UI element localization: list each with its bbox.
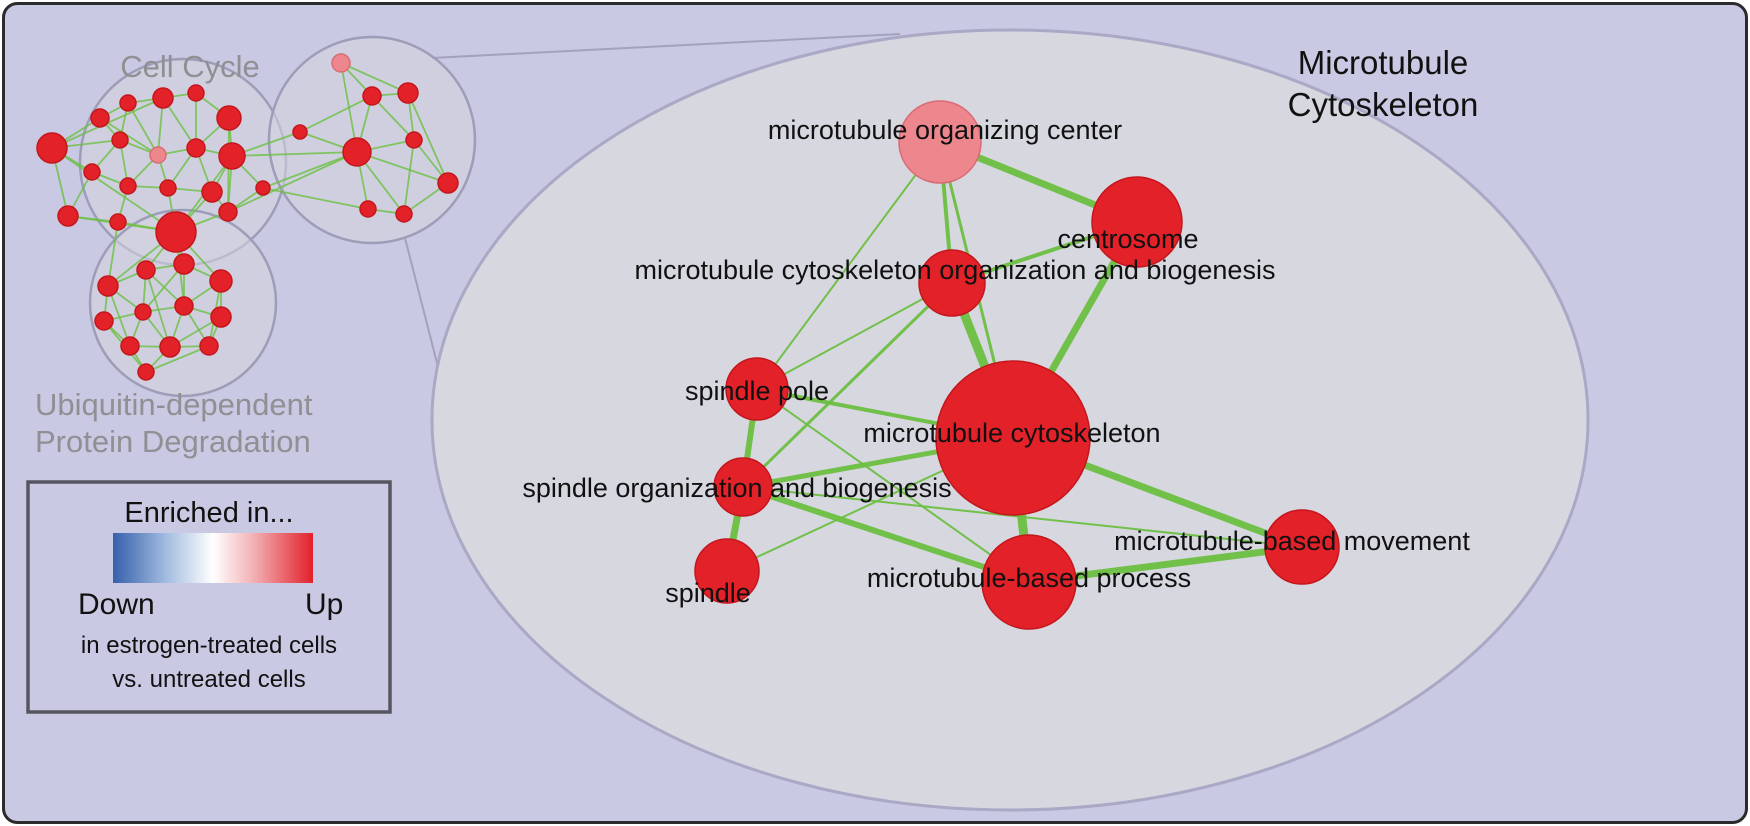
overview-edge [51, 147, 177, 233]
node-spindle[interactable] [694, 538, 760, 604]
overview-edge [356, 151, 449, 184]
overview-node[interactable] [97, 275, 119, 297]
node-label-spindle: spindle [665, 578, 751, 608]
overview-node[interactable] [173, 253, 195, 275]
overview-node[interactable] [111, 131, 129, 149]
overview-node[interactable] [292, 124, 308, 140]
legend-up-label: Up [305, 588, 343, 621]
legend-caption-line1: in estrogen-treated cells [81, 632, 337, 659]
overview-node[interactable] [137, 363, 155, 381]
node-mbm[interactable] [1264, 509, 1340, 585]
overview-edge [403, 139, 415, 215]
overview-node[interactable] [57, 205, 79, 227]
overview-edge [299, 95, 373, 133]
legend: Enriched in... Down Up in estrogen-treat… [26, 480, 392, 714]
legend-color-gradient-bar [113, 533, 313, 583]
overview-node[interactable] [90, 108, 110, 128]
detail-title-line1: Microtubule [1298, 44, 1469, 81]
overview-node[interactable] [201, 181, 223, 203]
node-label-centrosome: centrosome [1057, 224, 1198, 254]
overview-edge [371, 95, 415, 141]
node-mc[interactable] [935, 360, 1091, 516]
node-so[interactable] [713, 457, 773, 517]
node-centrosome[interactable] [1091, 176, 1183, 268]
overview-node[interactable] [149, 146, 167, 164]
overview-node[interactable] [397, 82, 419, 104]
overview-node-layer [36, 53, 459, 381]
cluster-circle-1 [267, 35, 477, 245]
overview-node[interactable] [405, 131, 423, 149]
node-mco[interactable] [918, 249, 986, 317]
overview-node[interactable] [437, 172, 459, 194]
detail-label-layer: microtubule organizing centercentrosomem… [522, 115, 1470, 608]
detail-title-line2: Cytoskeleton [1288, 86, 1479, 123]
overview-node[interactable] [210, 306, 232, 328]
overview-node[interactable] [342, 137, 372, 167]
overview-node[interactable] [94, 311, 114, 331]
overview-node[interactable] [216, 105, 242, 131]
edge-mco-so [741, 281, 954, 489]
overview-node[interactable] [174, 296, 194, 316]
overview-node[interactable] [187, 84, 205, 102]
legend-box [26, 480, 392, 714]
overview-node[interactable] [395, 205, 413, 223]
node-label-moc: microtubule organizing center [768, 115, 1122, 145]
edge-moc-spindle_pole [756, 141, 941, 390]
overview-edge [127, 102, 159, 156]
overview-edge [262, 151, 358, 189]
zoom-cone-line-top [431, 33, 901, 59]
node-label-mbm: microtubule-based movement [1114, 526, 1470, 556]
node-label-so: spindle organization and biogenesis [522, 473, 951, 503]
overview-edge [145, 345, 210, 373]
node-label-mc: microtubule cytoskeleton [863, 418, 1160, 448]
overview-node[interactable] [186, 138, 206, 158]
node-label-mbp: microtubule-based process [867, 563, 1191, 593]
overview-node[interactable] [331, 53, 351, 73]
overview-node[interactable] [199, 336, 219, 356]
ubiquitin-cluster-label-line1: Ubiquitin-dependent [35, 387, 313, 422]
overview-edge [107, 221, 119, 287]
edge-so-mbp [740, 484, 1032, 585]
node-moc[interactable] [898, 100, 982, 184]
overview-node[interactable] [359, 200, 377, 218]
overview-node[interactable] [362, 86, 382, 106]
node-mbp[interactable] [981, 534, 1077, 630]
overview-edge [231, 151, 358, 157]
overview-edge [99, 117, 159, 156]
overview-node[interactable] [255, 180, 271, 196]
detail-node-layer [694, 100, 1340, 630]
overview-node[interactable] [159, 336, 181, 358]
legend-down-label: Down [78, 588, 155, 621]
edge-mco-spindle_pole [756, 282, 953, 390]
overview-node[interactable] [119, 94, 137, 112]
cell-cycle-cluster-label: Cell Cycle [120, 49, 260, 84]
overview-node[interactable] [119, 177, 137, 195]
node-label-mco: microtubule cytoskeleton organization an… [635, 255, 1276, 285]
overview-node[interactable] [159, 179, 177, 197]
overview-edge [407, 92, 449, 184]
legend-caption-line2: vs. untreated cells [112, 666, 305, 693]
overview-node[interactable] [134, 303, 152, 321]
ubiquitin-cluster-label-line2: Protein Degradation [35, 424, 311, 459]
node-spindle_pole[interactable] [725, 357, 789, 421]
overview-edge [340, 62, 409, 94]
overview-node[interactable] [36, 132, 68, 164]
overview-node[interactable] [218, 202, 238, 222]
legend-title: Enriched in... [124, 497, 293, 529]
overview-node[interactable] [209, 269, 233, 293]
overview-node[interactable] [218, 142, 246, 170]
edge-spindle_pole-mbp [756, 388, 1030, 583]
overview-node[interactable] [120, 336, 140, 356]
node-label-spindle_pole: spindle pole [685, 376, 829, 406]
overview-node[interactable] [152, 87, 174, 109]
overview-node[interactable] [83, 163, 101, 181]
overview-edge [262, 187, 369, 210]
overview-edge [227, 151, 358, 213]
overview-node[interactable] [136, 260, 156, 280]
overview-node[interactable] [109, 213, 127, 231]
overview-node[interactable] [155, 211, 197, 253]
overview-edge [145, 269, 171, 348]
